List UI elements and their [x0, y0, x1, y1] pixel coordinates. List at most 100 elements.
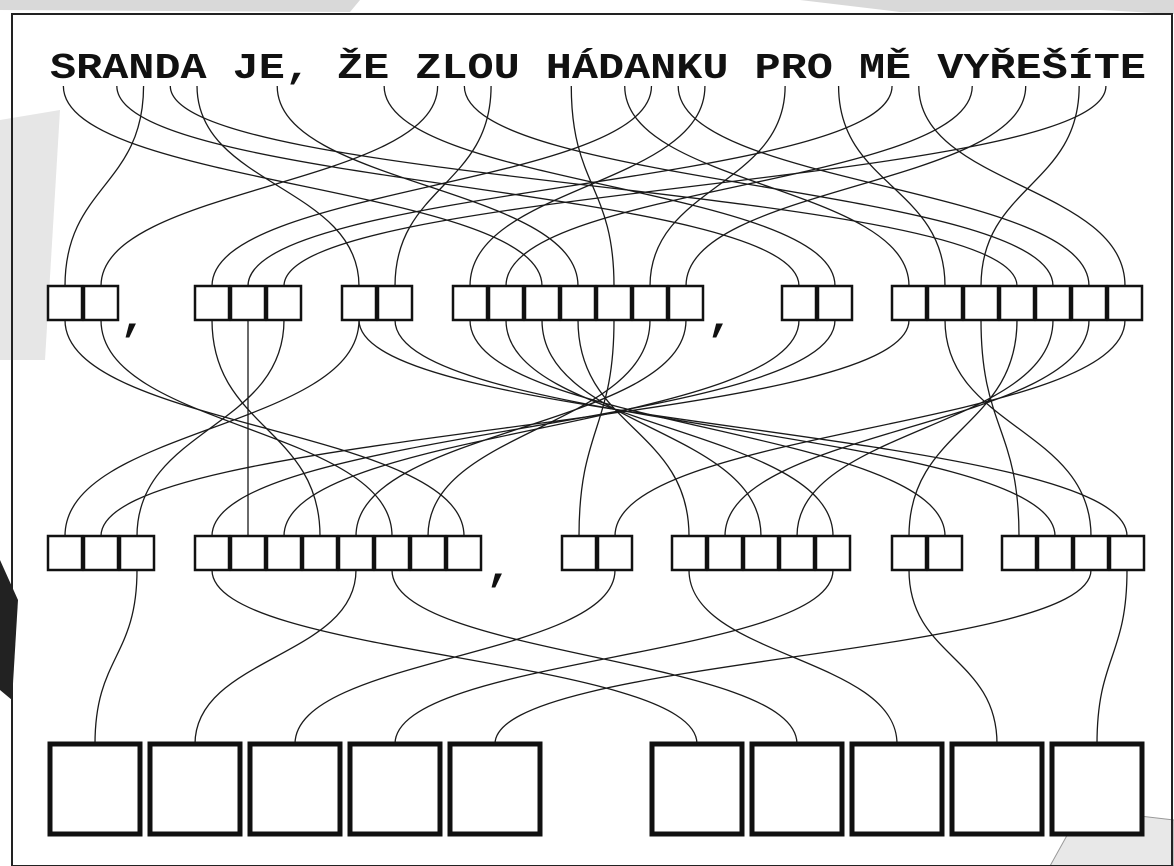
letter-box[interactable]: [193, 284, 231, 322]
letter-box[interactable]: [409, 534, 447, 572]
connector-line: [62, 85, 543, 287]
letter-box[interactable]: [445, 534, 483, 572]
letter-box[interactable]: [742, 534, 780, 572]
letter-box[interactable]: [373, 534, 411, 572]
connector-line: [116, 85, 800, 287]
answer-letter-box[interactable]: [447, 741, 543, 837]
connector-line: [355, 319, 687, 537]
letter-box[interactable]: [667, 284, 705, 322]
connector-line: [196, 85, 360, 287]
comma-mark: ,: [120, 294, 146, 344]
answer-letter-box[interactable]: [749, 741, 845, 837]
letter-box[interactable]: [778, 534, 816, 572]
letter-box[interactable]: [926, 284, 964, 322]
connector-line: [100, 319, 910, 537]
letter-box[interactable]: [376, 284, 414, 322]
connector-line: [383, 85, 836, 287]
letter-box[interactable]: [118, 534, 156, 572]
letter-box[interactable]: [595, 284, 633, 322]
answer-letter-box[interactable]: [247, 741, 343, 837]
connector-line: [908, 319, 1018, 537]
connector-line: [276, 85, 579, 287]
connector-line: [724, 319, 1090, 537]
letter-box[interactable]: [814, 534, 852, 572]
letter-box[interactable]: [670, 534, 708, 572]
letter-box[interactable]: [265, 284, 303, 322]
answer-letter-box[interactable]: [849, 741, 945, 837]
connector-line: [677, 85, 1090, 287]
puzzle-title: SRANDA JE, ŽE ZLOU HÁDANKU PRO MĚ VYŘEŠÍ…: [50, 46, 1146, 89]
letter-box[interactable]: [193, 534, 231, 572]
comma-mark: ,: [486, 544, 512, 594]
letter-box[interactable]: [890, 284, 928, 322]
connector-line: [649, 85, 786, 287]
connector-line: [394, 569, 834, 745]
connector-line: [908, 569, 998, 745]
connecting-lines: [62, 85, 1128, 745]
letter-box[interactable]: [487, 284, 525, 322]
letter-box[interactable]: [82, 284, 120, 322]
letter-box[interactable]: [1072, 534, 1110, 572]
answer-letter-box[interactable]: [347, 741, 443, 837]
connector-line: [358, 319, 1128, 537]
connector-line: [463, 85, 1054, 287]
letter-box[interactable]: [340, 284, 378, 322]
letter-box[interactable]: [962, 284, 1000, 322]
letter-box[interactable]: [1034, 284, 1072, 322]
connector-line: [980, 85, 1080, 287]
letter-box[interactable]: [229, 534, 267, 572]
letter-box[interactable]: [523, 284, 561, 322]
connector-line: [64, 319, 360, 537]
connector-line: [796, 319, 1054, 537]
letter-box[interactable]: [451, 284, 489, 322]
connector-line: [394, 319, 1056, 537]
letter-box[interactable]: [229, 284, 267, 322]
letter-box[interactable]: [1108, 534, 1146, 572]
connector-line: [614, 319, 1126, 537]
letter-box[interactable]: [46, 534, 84, 572]
answer-letter-box[interactable]: [47, 741, 143, 837]
connector-line: [918, 85, 1126, 287]
letter-box[interactable]: [1070, 284, 1108, 322]
letter-box[interactable]: [706, 534, 744, 572]
letter-box[interactable]: [890, 534, 928, 572]
connector-line: [64, 85, 145, 287]
connector-line: [505, 85, 973, 287]
letter-box[interactable]: [301, 534, 339, 572]
letter-box[interactable]: [337, 534, 375, 572]
connector-line: [211, 85, 653, 287]
connector-line: [247, 85, 893, 287]
connector-line: [169, 85, 1018, 287]
letter-box[interactable]: [926, 534, 964, 572]
letter-box[interactable]: [1106, 284, 1144, 322]
letter-box[interactable]: [82, 534, 120, 572]
connector-line: [541, 319, 762, 537]
connector-line: [136, 319, 285, 537]
connector-line: [469, 319, 946, 537]
letter-box[interactable]: [998, 284, 1036, 322]
answer-letter-box[interactable]: [147, 741, 243, 837]
connector-line: [577, 319, 690, 537]
connector-line: [64, 319, 465, 537]
connector-line: [394, 85, 492, 287]
connector-line: [980, 319, 1020, 537]
letter-box[interactable]: [560, 534, 598, 572]
letter-box[interactable]: [1000, 534, 1038, 572]
connector-line: [505, 319, 834, 537]
connector-line: [100, 85, 439, 287]
answer-letter-box[interactable]: [649, 741, 745, 837]
letter-box[interactable]: [780, 284, 818, 322]
letter-box[interactable]: [596, 534, 634, 572]
answer-letter-box[interactable]: [949, 741, 1045, 837]
letter-box[interactable]: [46, 284, 84, 322]
letter-box[interactable]: [816, 284, 854, 322]
letter-box[interactable]: [265, 534, 303, 572]
letter-cells: ,,,: [46, 284, 1146, 837]
answer-letter-box[interactable]: [1049, 741, 1145, 837]
connector-line: [194, 569, 357, 745]
letter-box[interactable]: [559, 284, 597, 322]
letter-box[interactable]: [1036, 534, 1074, 572]
connector-line: [211, 569, 698, 745]
letter-box[interactable]: [631, 284, 669, 322]
